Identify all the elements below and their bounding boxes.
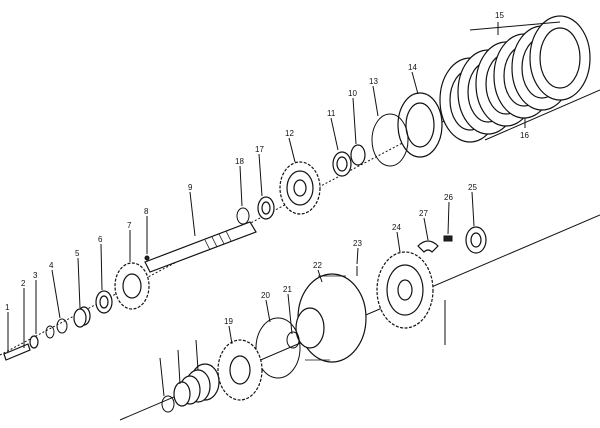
snap-ring-large (371, 113, 409, 167)
callout-10: 10 (348, 89, 357, 98)
callout-3: 3 (33, 271, 38, 280)
spring-assembly (161, 363, 220, 413)
callout-7: 7 (127, 221, 132, 230)
key-27 (417, 240, 439, 253)
callout-15: 15 (495, 11, 504, 20)
callout-1: 1 (5, 303, 10, 312)
gear-7 (114, 262, 150, 310)
main-shaft (144, 221, 257, 273)
bushing-5 (73, 306, 91, 328)
callout-11: 11 (327, 109, 336, 118)
callout-8: 8 (144, 207, 149, 216)
callout-21: 21 (283, 285, 292, 294)
bearing-25 (465, 226, 487, 254)
rings-21-20 (255, 317, 301, 379)
callout-leaders (7, 21, 561, 397)
callout-26: 26 (444, 193, 453, 202)
bolt-26 (443, 235, 453, 242)
callout-13: 13 (369, 77, 378, 86)
callout-18: 18 (235, 157, 244, 166)
thrust-plate (397, 92, 443, 158)
callout-12: 12 (285, 129, 294, 138)
gear-24 (376, 251, 434, 329)
callout-14: 14 (408, 63, 417, 72)
callout-4: 4 (49, 261, 54, 270)
callout-19: 19 (224, 317, 233, 326)
gear-12 (279, 161, 321, 215)
callout-9: 9 (188, 183, 193, 192)
callout-5: 5 (75, 249, 80, 258)
callout-6: 6 (98, 235, 103, 244)
callout-2: 2 (21, 279, 26, 288)
callout-16: 16 (520, 131, 529, 140)
callout-22: 22 (313, 261, 322, 270)
callout-labels: 15 14 16 13 10 11 12 17 18 9 8 7 6 5 4 3… (5, 11, 529, 326)
callout-20: 20 (261, 291, 270, 300)
callout-17: 17 (255, 145, 264, 154)
input-shaft-end (3, 335, 39, 361)
callout-27: 27 (419, 209, 428, 218)
callout-25: 25 (468, 183, 477, 192)
callout-24: 24 (392, 223, 401, 232)
bearing-6 (95, 290, 113, 314)
rings-4-3 (45, 318, 68, 339)
small-rings (332, 144, 366, 177)
clutch-disc-pack (439, 15, 591, 143)
bearing-17 (257, 196, 275, 220)
pin-8 (144, 255, 150, 261)
callout-23: 23 (353, 239, 362, 248)
clutch-drum-22 (295, 273, 367, 363)
gear-19 (217, 339, 263, 401)
ring-18 (236, 207, 250, 225)
